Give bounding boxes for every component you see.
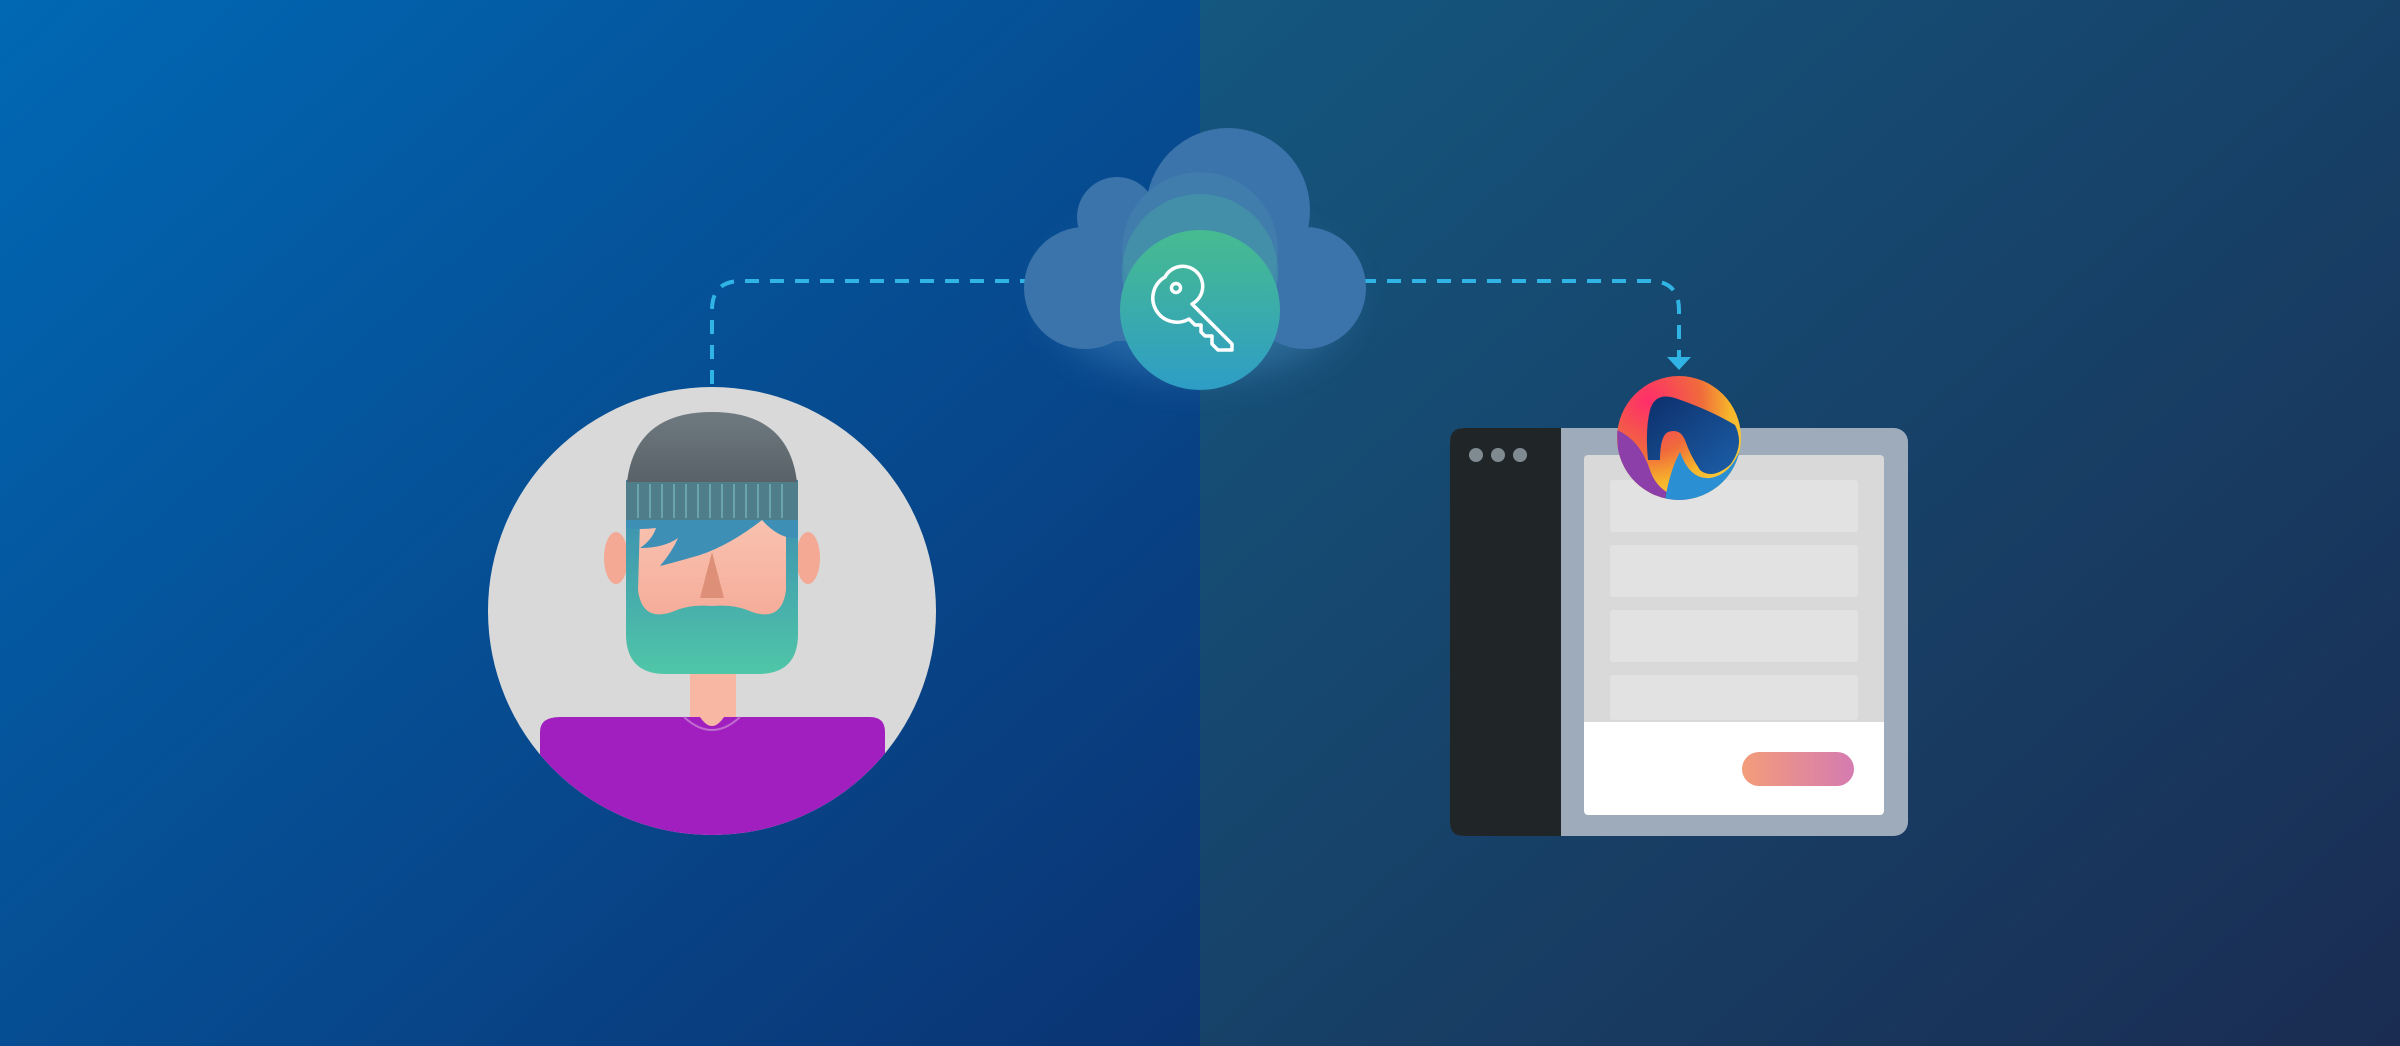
list-row[interactable] [1610,610,1858,662]
window-controls[interactable] [1469,448,1527,462]
key-badge [1120,230,1280,390]
avatar [488,387,936,835]
window-dot-icon[interactable] [1491,448,1505,462]
window-dot-icon[interactable] [1513,448,1527,462]
action-button[interactable] [1742,752,1854,786]
app-window [1450,428,1908,836]
arrow-head-icon [1667,357,1691,370]
list-row[interactable] [1610,675,1858,720]
window-dot-icon[interactable] [1469,448,1483,462]
footer-panel [1584,722,1884,815]
list-row[interactable] [1610,545,1858,597]
dashed-connector [710,279,1681,384]
key-icon [1151,264,1234,352]
